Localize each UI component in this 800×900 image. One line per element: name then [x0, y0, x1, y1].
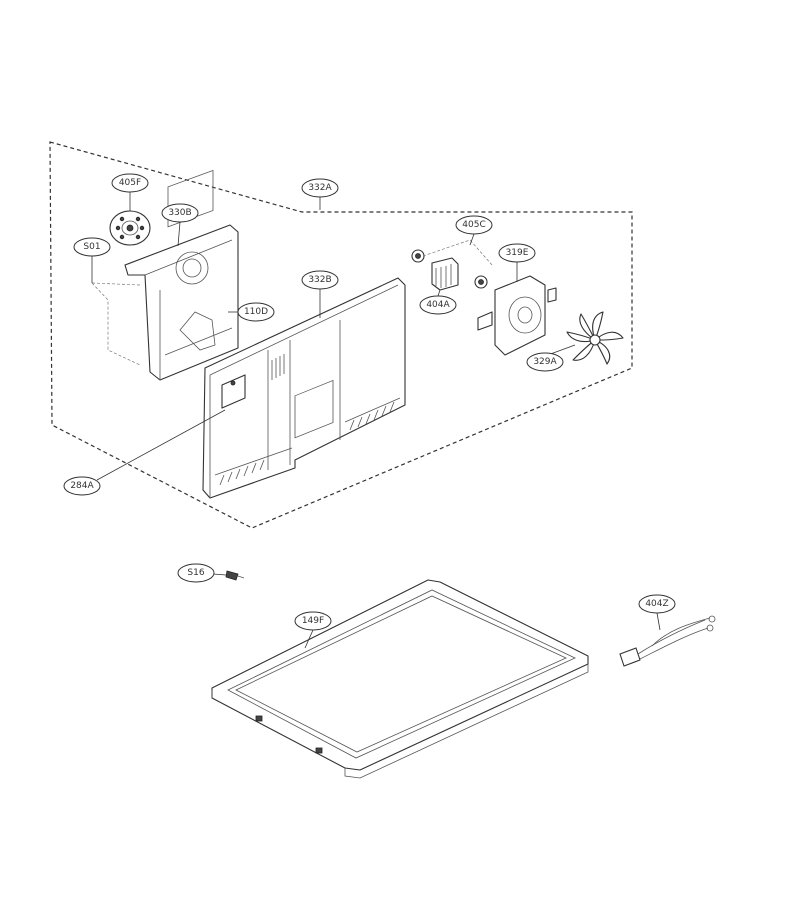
callout-332B: 332B	[301, 270, 339, 290]
callout-label: 404Z	[645, 599, 668, 609]
callout-329A: 329A	[526, 352, 564, 372]
callout-label: 149F	[302, 616, 324, 626]
callout-label: 330B	[168, 208, 191, 218]
part-405F-fan-hub	[109, 210, 151, 246]
callout-332A: 332A	[301, 178, 339, 198]
callout-label: 319E	[506, 248, 529, 258]
callout-110D: 110D	[237, 302, 275, 322]
callout-label: 332A	[308, 183, 332, 193]
callout-404Z: 404Z	[638, 594, 676, 614]
callout-S01: S01	[73, 237, 111, 257]
callout-label: S01	[83, 242, 100, 252]
callout-405C: 405C	[455, 215, 493, 235]
callout-label: 332B	[308, 275, 331, 285]
callout-label: 404A	[426, 300, 450, 310]
callout-404A: 404A	[419, 295, 457, 315]
part-404A-switch	[422, 239, 493, 291]
part-332B-cover-panel	[202, 277, 406, 499]
callout-label: 329A	[533, 357, 557, 367]
callout-319E: 319E	[498, 243, 536, 263]
callout-284A: 284A	[63, 476, 101, 496]
assembly-boundary	[49, 141, 633, 529]
callout-330B: 330B	[161, 203, 199, 223]
callout-149F: 149F	[294, 611, 332, 631]
callout-label: 110D	[244, 307, 268, 317]
part-149F-shelf	[211, 579, 589, 779]
callout-label: 284A	[70, 481, 94, 491]
part-319E-fan-motor	[477, 275, 557, 356]
leader-lines	[91, 192, 661, 649]
part-S16-screw	[225, 570, 245, 581]
callout-405F: 405F	[111, 173, 149, 193]
part-404Z-wire-harness	[619, 615, 716, 667]
callout-label: S16	[187, 568, 204, 578]
part-330B-bracket	[91, 169, 239, 381]
callout-label: 405C	[462, 220, 485, 230]
part-405C-gear	[411, 249, 488, 289]
part-329A-fan-blade	[566, 311, 624, 365]
callout-S16: S16	[177, 563, 215, 583]
callout-label: 405F	[119, 178, 141, 188]
